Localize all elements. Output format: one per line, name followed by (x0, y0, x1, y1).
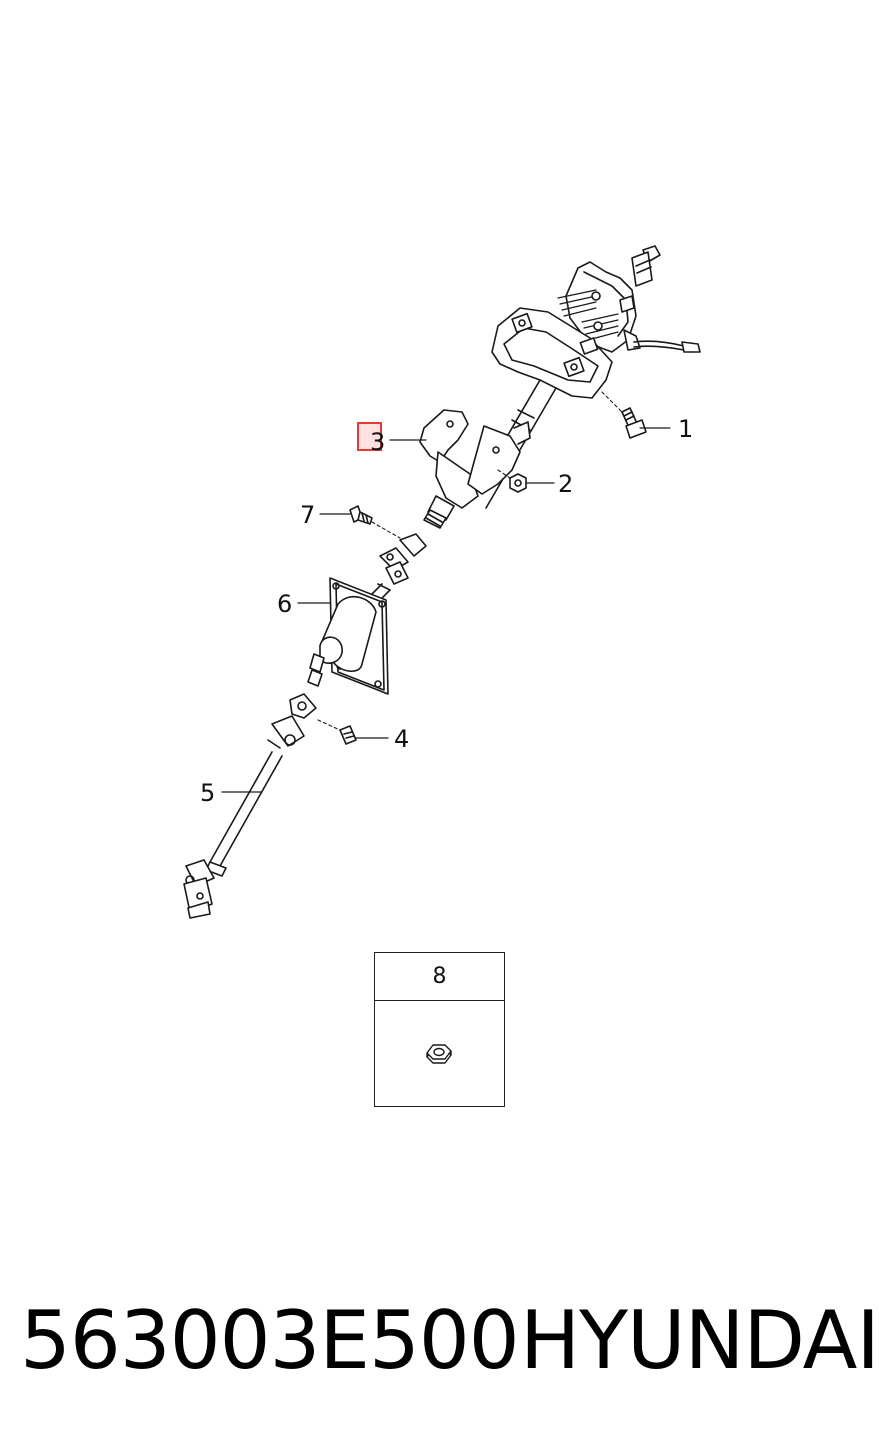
column-stub (423, 495, 455, 529)
legend-box-8: 8 (374, 952, 505, 1107)
lower-universal-joint (267, 693, 317, 749)
upper-universal-joint (377, 533, 427, 591)
upper-shaft (631, 245, 661, 287)
callout-4[interactable]: 4 (394, 725, 410, 753)
callout-1[interactable]: 1 (678, 415, 694, 443)
bolt-4 (317, 719, 357, 745)
mounting-bracket (491, 307, 613, 399)
steering-motor-housing (307, 577, 389, 695)
callout-7[interactable]: 7 (300, 501, 316, 529)
lower-bracket (419, 409, 531, 509)
hex-nut-icon (426, 1044, 452, 1064)
nut-2 (497, 469, 527, 493)
callout-5[interactable]: 5 (200, 779, 216, 807)
bolt-1 (601, 391, 647, 439)
callout-3-highlight (357, 422, 382, 451)
tilt-mechanism (557, 261, 641, 353)
callout-3[interactable]: 3 (370, 428, 386, 456)
part-number: 563003E500 (20, 1294, 520, 1387)
lower-intermediate-shaft (205, 751, 283, 877)
bolt-7 (349, 505, 401, 539)
callout-6[interactable]: 6 (277, 590, 293, 618)
leader-lines (221, 427, 671, 793)
legend-label: 8 (375, 953, 504, 1001)
tilt-lever (633, 340, 701, 353)
callout-2[interactable]: 2 (558, 470, 574, 498)
bottom-yoke (183, 859, 215, 919)
brand-name: HYUNDAI (520, 1294, 880, 1387)
